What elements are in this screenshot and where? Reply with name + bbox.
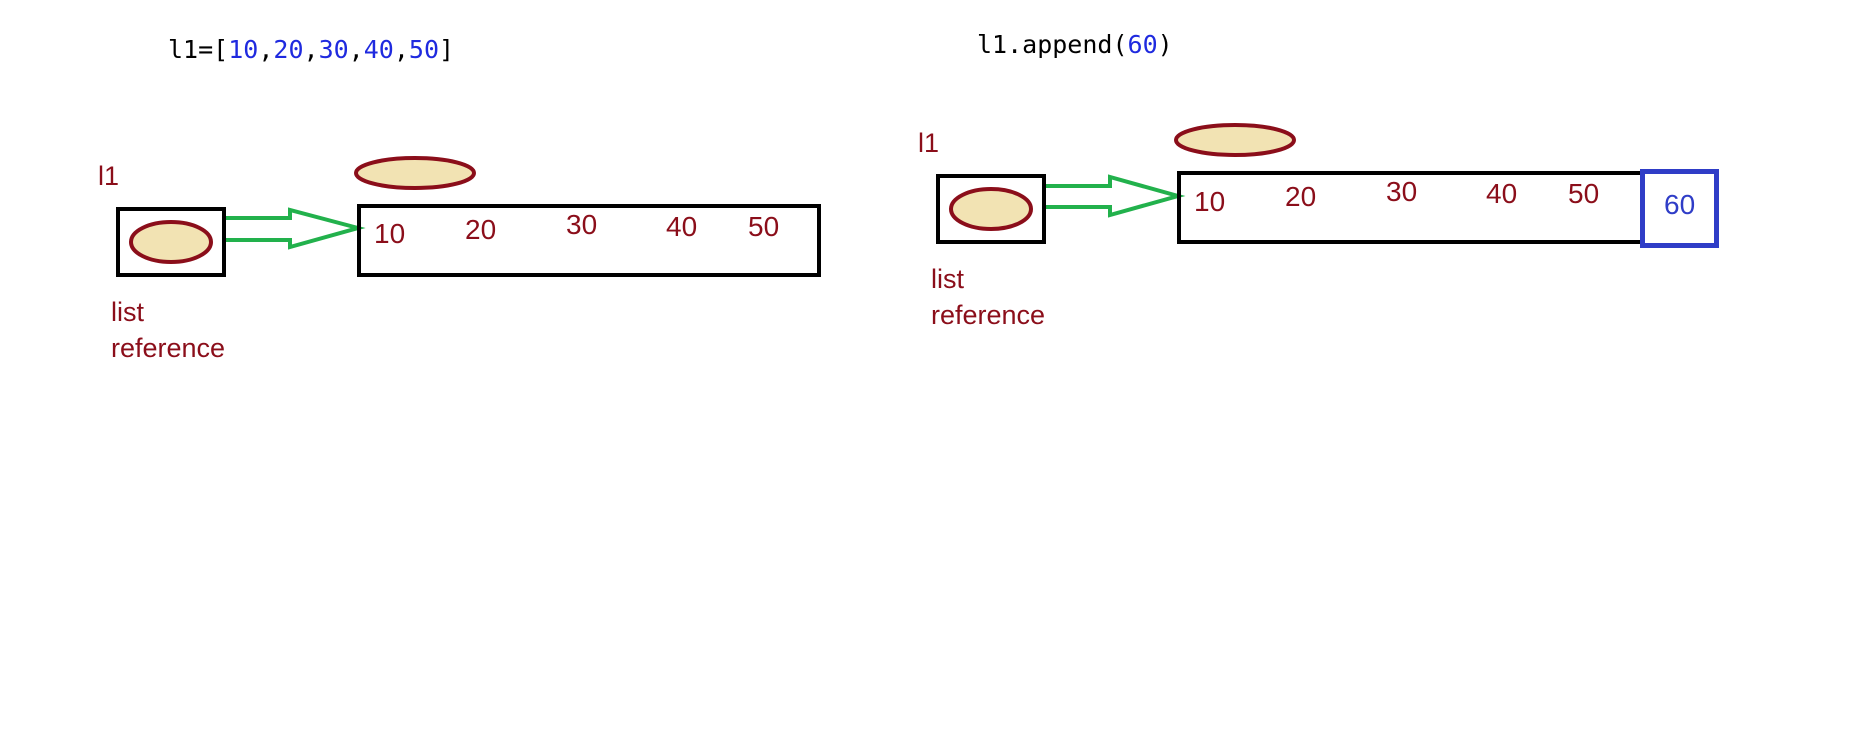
- right-list-value: 40: [1486, 178, 1518, 209]
- appended-element-box: [1640, 169, 1719, 248]
- left-list-object-ellipse: [354, 156, 476, 190]
- right-list-value: 50: [1568, 178, 1600, 209]
- right-list-value: 20: [1285, 181, 1317, 212]
- left-variable-label: l1: [98, 161, 120, 191]
- left-code-value: 20: [273, 35, 304, 64]
- right-reference-label: list reference: [931, 261, 1045, 333]
- left-reference-label: list reference: [111, 294, 225, 366]
- right-code-arg: 60: [1127, 30, 1158, 59]
- left-code-value: 30: [318, 35, 349, 64]
- left-code-suffix: ]: [439, 35, 455, 64]
- right-reference-box: [936, 174, 1046, 244]
- right-reference-ellipse: [949, 187, 1033, 231]
- left-reference-label-line2: reference: [111, 333, 226, 363]
- left-reference-label-line1: list: [111, 297, 144, 327]
- left-code-line: l1=[10,20,30,40,50]: [168, 35, 455, 64]
- left-list-value: 20: [465, 214, 497, 245]
- right-reference-label-line2: reference: [931, 300, 1046, 330]
- right-reference-label-line1: list: [931, 264, 964, 294]
- appended-element-value: 60: [1664, 189, 1696, 220]
- left-reference-ellipse: [129, 220, 213, 264]
- right-list-value: 30: [1386, 176, 1418, 207]
- right-code-prefix: l1.append(: [977, 30, 1128, 59]
- right-list-value: 10: [1194, 186, 1226, 217]
- left-code-value: 50: [408, 35, 440, 64]
- left-list-value: 30: [566, 209, 598, 240]
- right-code-suffix: ): [1157, 30, 1173, 59]
- left-list-box: [357, 204, 821, 277]
- right-arrow: [1042, 174, 1186, 218]
- left-code-value: 10: [228, 35, 259, 64]
- left-list-value: 10: [374, 218, 406, 249]
- left-list-value: 50: [748, 211, 780, 242]
- right-code-line: l1.append(60): [977, 30, 1173, 59]
- left-code-prefix: l1=[: [168, 35, 229, 64]
- left-reference-box: [116, 207, 226, 277]
- left-code-value: 40: [363, 35, 394, 64]
- left-arrow: [222, 207, 366, 250]
- right-list-object-ellipse: [1174, 123, 1296, 157]
- right-variable-label: l1: [918, 128, 940, 158]
- left-list-value: 40: [666, 211, 698, 242]
